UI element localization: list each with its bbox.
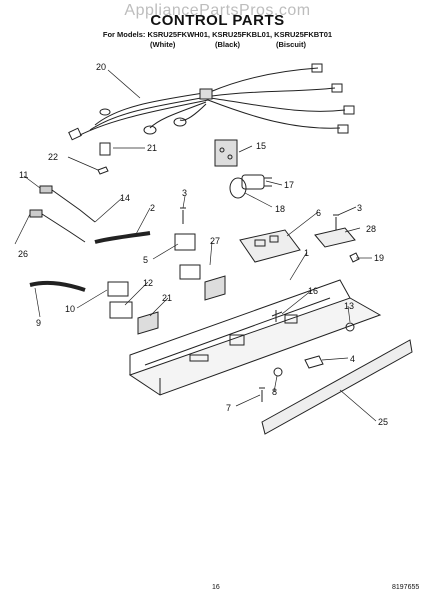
control-housing-1 bbox=[128, 279, 382, 396]
part-label: 7 bbox=[226, 403, 231, 413]
label-21 bbox=[137, 311, 159, 335]
screw-7 bbox=[259, 387, 265, 402]
screw-3-right bbox=[333, 214, 339, 231]
part-label: 28 bbox=[366, 224, 376, 234]
bracket-4 bbox=[304, 355, 324, 369]
page-number: 16 bbox=[212, 584, 220, 591]
variant-black: (Black) bbox=[215, 40, 241, 49]
document-number: 8197655 bbox=[392, 584, 420, 591]
part-label: 21 bbox=[147, 143, 157, 153]
variant-biscuit: (Biscuit) bbox=[276, 40, 306, 49]
part-label: 3 bbox=[182, 188, 187, 198]
watermark: AppliancePartsPros.com bbox=[124, 2, 311, 19]
sensor-lead-26 bbox=[29, 209, 86, 243]
part-label: 1 bbox=[304, 248, 309, 258]
part-label: 4 bbox=[350, 354, 355, 364]
part-label: 12 bbox=[143, 278, 153, 288]
switch-12b bbox=[179, 264, 201, 280]
part-label: 22 bbox=[48, 152, 58, 162]
part-label: 21 bbox=[162, 293, 172, 303]
part-label: 25 bbox=[378, 417, 388, 427]
variant-white: (White) bbox=[150, 40, 176, 49]
part-label: 6 bbox=[316, 208, 321, 218]
part-label: 9 bbox=[36, 318, 41, 328]
part-label: 13 bbox=[344, 301, 354, 311]
connector-21-top bbox=[99, 142, 111, 156]
tube-9 bbox=[29, 280, 86, 292]
models-line: For Models: KSRU25FKWH01, KSRU25FKBL01, … bbox=[102, 30, 333, 39]
leader-lines bbox=[14, 69, 377, 422]
switch-10 bbox=[107, 281, 129, 297]
screw-3-left bbox=[180, 207, 186, 224]
control-board-6 bbox=[239, 229, 301, 263]
part-label: 18 bbox=[275, 204, 285, 214]
screw-8 bbox=[273, 367, 283, 377]
part-label: 2 bbox=[150, 203, 155, 213]
switch-5 bbox=[174, 233, 196, 251]
part-label: 3 bbox=[357, 203, 362, 213]
part-label: 8 bbox=[272, 387, 277, 397]
part-label: 14 bbox=[120, 193, 130, 203]
part-label: 26 bbox=[18, 249, 28, 259]
bulb-18 bbox=[229, 177, 247, 199]
label-27 bbox=[204, 275, 226, 301]
part-label: 19 bbox=[374, 253, 384, 263]
part-label: 27 bbox=[210, 236, 220, 246]
switch-12 bbox=[109, 301, 133, 319]
probe-16 bbox=[271, 310, 283, 322]
part-label: 15 bbox=[256, 141, 266, 151]
trim-strip-25 bbox=[261, 339, 413, 435]
lamp-socket-17 bbox=[241, 174, 272, 190]
part-label: 11 bbox=[19, 170, 28, 180]
wire-harness bbox=[68, 63, 355, 141]
clip-19 bbox=[349, 252, 360, 263]
screw-13 bbox=[345, 322, 355, 332]
page-title: CONTROL PARTS bbox=[150, 12, 285, 29]
board-28 bbox=[314, 227, 356, 248]
part-label: 17 bbox=[284, 180, 294, 190]
part-label: 10 bbox=[65, 304, 75, 314]
part-labels: 20 21 22 15 11 17 3 14 18 2 6 3 27 28 26… bbox=[18, 62, 388, 427]
clip-22 bbox=[97, 166, 109, 175]
part-label: 5 bbox=[143, 255, 148, 265]
tube-2 bbox=[94, 231, 151, 244]
plate-15 bbox=[214, 139, 238, 167]
part-label: 16 bbox=[308, 286, 318, 296]
sensor-lead-14 bbox=[39, 185, 96, 223]
part-label: 20 bbox=[96, 62, 106, 72]
